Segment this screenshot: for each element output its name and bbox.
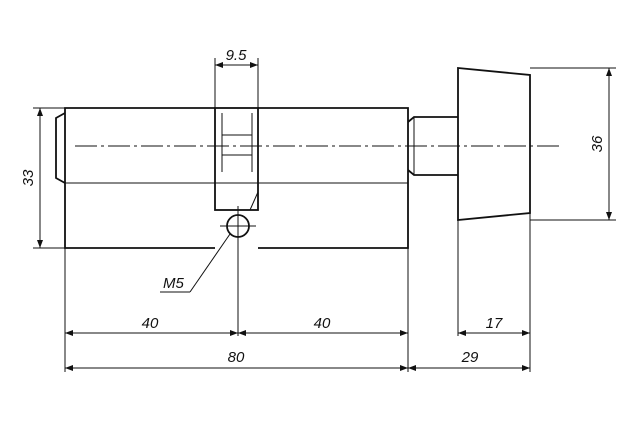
cylinder-left-part (55, 107, 215, 249)
dim-right-half: 40 (314, 315, 331, 332)
dim-knob-height: 36 (589, 135, 606, 152)
cam-section (214, 107, 259, 211)
dim-left-half: 40 (142, 315, 159, 332)
dim-body-height: 33 (20, 169, 37, 186)
m5-leader (160, 233, 231, 293)
dim-thread: M5 (163, 275, 184, 292)
dim-key-slot-width: 9.5 (226, 47, 248, 64)
extension-lines (33, 58, 616, 372)
dimension-lines (37, 62, 612, 371)
dim-knob-extension: 29 (461, 349, 479, 366)
knob-assembly (407, 67, 531, 221)
cylinder-right-part (258, 107, 409, 249)
screw-hole (220, 206, 256, 336)
dim-knob-width: 17 (486, 315, 503, 332)
dim-body-length: 80 (228, 349, 245, 366)
